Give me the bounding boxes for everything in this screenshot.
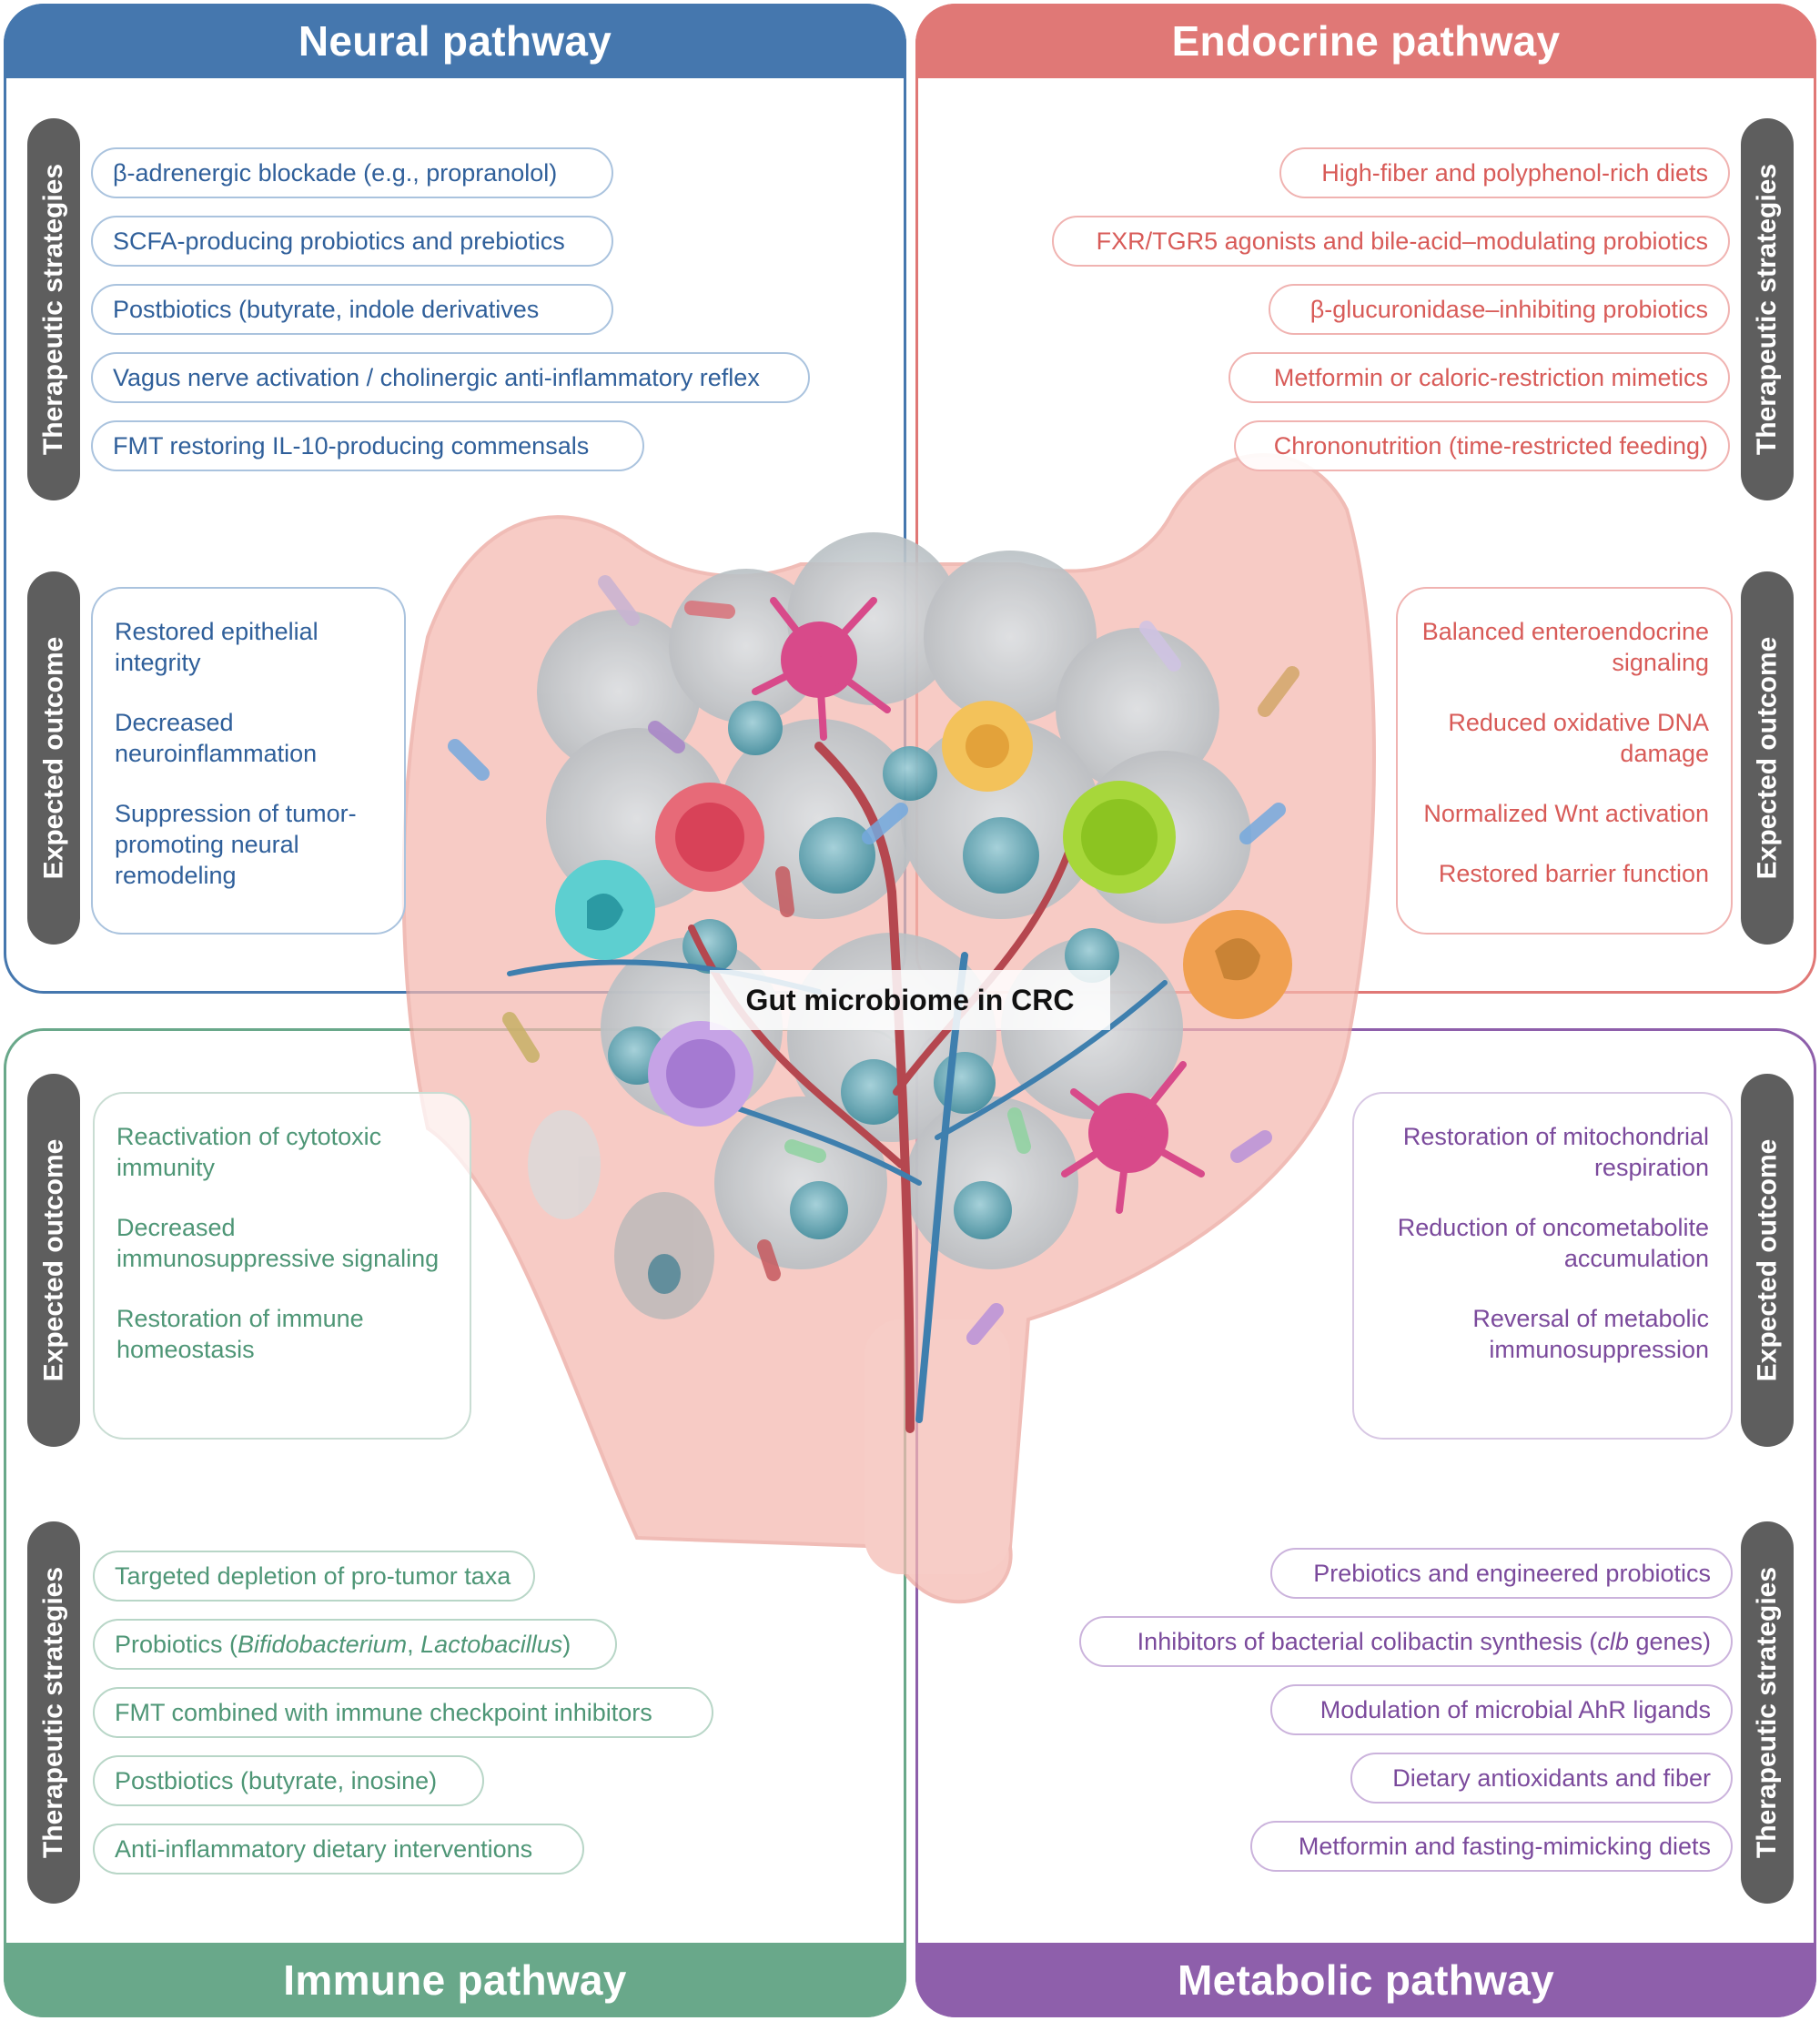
immune-strategy-3: FMT combined with immune checkpoint inhi…: [93, 1687, 713, 1738]
immune-outcome-3: Restoration of immune homeostasis: [116, 1305, 364, 1363]
neural-outcome-3: Suppression of tumor-promoting neural re…: [115, 800, 357, 889]
immune-strategy-2: Probiotics (Bifidobacterium, Lactobacill…: [93, 1619, 617, 1670]
neural-outcome-label: Expected outcome: [27, 571, 80, 945]
endocrine-outcome-1: Balanced enteroendocrine signaling: [1421, 618, 1709, 676]
immune-outcome-box: Reactivation of cytotoxic immunity Decre…: [93, 1092, 471, 1440]
metabolic-strategy-2-text: Inhibitors of bacterial colibactin synth…: [1137, 1627, 1711, 1655]
neural-outcome-2: Decreased neuroinflammation: [115, 709, 318, 767]
endocrine-strategy-1: High-fiber and polyphenol-rich diets: [1279, 147, 1730, 198]
metabolic-therapeutic-label: Therapeutic strategies: [1741, 1521, 1794, 1904]
metabolic-outcome-3: Reversal of metabolic immunosuppression: [1472, 1305, 1709, 1363]
endocrine-pathway-title: Endocrine pathway: [915, 4, 1816, 78]
endocrine-strategy-2: FXR/TGR5 agonists and bile-acid–modulati…: [1052, 216, 1730, 267]
immune-strategy-1: Targeted depletion of pro-tumor taxa: [93, 1551, 535, 1602]
immune-strategy-5: Anti-inflammatory dietary interventions: [93, 1824, 584, 1874]
immune-outcome-2: Decreased immunosuppressive signaling: [116, 1214, 440, 1272]
endocrine-outcome-4: Restored barrier function: [1438, 860, 1709, 887]
metabolic-strategy-3: Modulation of microbial AhR ligands: [1270, 1684, 1733, 1735]
immune-pathway-title: Immune pathway: [4, 1943, 906, 2017]
endocrine-strategy-4: Metformin or caloric-restriction mimetic…: [1228, 352, 1730, 403]
neural-strategy-5: FMT restoring IL-10-producing commensals: [91, 420, 644, 471]
immune-therapeutic-label: Therapeutic strategies: [27, 1521, 80, 1904]
immune-strategy-2-text: Probiotics (Bifidobacterium, Lactobacill…: [115, 1630, 571, 1658]
neural-outcome-1: Restored epithelial integrity: [115, 618, 318, 676]
neural-strategy-1: β-adrenergic blockade (e.g., propranolol…: [91, 147, 613, 198]
immune-strategy-4: Postbiotics (butyrate, inosine): [93, 1755, 484, 1806]
endocrine-strategy-5: Chrononutrition (time-restricted feeding…: [1234, 420, 1730, 471]
neural-outcome-box: Restored epithelial integrity Decreased …: [91, 587, 406, 935]
endocrine-outcome-2: Reduced oxidative DNA damage: [1448, 709, 1709, 767]
endocrine-outcome-label: Expected outcome: [1741, 571, 1794, 945]
immune-outcome-1: Reactivation of cytotoxic immunity: [116, 1123, 382, 1181]
neural-strategy-4: Vagus nerve activation / cholinergic ant…: [91, 352, 810, 403]
neural-pathway-title: Neural pathway: [4, 4, 906, 78]
endocrine-strategy-3: β-glucuronidase–inhibiting probiotics: [1269, 284, 1730, 335]
neural-therapeutic-label: Therapeutic strategies: [27, 118, 80, 500]
metabolic-strategy-5: Metformin and fasting-mimicking diets: [1250, 1821, 1733, 1872]
neural-strategy-3: Postbiotics (butyrate, indole derivative…: [91, 284, 613, 335]
metabolic-outcome-box: Restoration of mitochondrial respiration…: [1352, 1092, 1733, 1440]
metabolic-outcome-2: Reduction of oncometabolite accumulation: [1397, 1214, 1709, 1272]
metabolic-outcome-label: Expected outcome: [1741, 1074, 1794, 1447]
endocrine-outcome-box: Balanced enteroendocrine signaling Reduc…: [1396, 587, 1733, 935]
immune-outcome-label: Expected outcome: [27, 1074, 80, 1447]
endocrine-therapeutic-label: Therapeutic strategies: [1741, 118, 1794, 500]
metabolic-strategy-1: Prebiotics and engineered probiotics: [1270, 1548, 1733, 1599]
metabolic-pathway-title: Metabolic pathway: [915, 1943, 1816, 2017]
metabolic-strategy-2: Inhibitors of bacterial colibactin synth…: [1079, 1616, 1733, 1667]
metabolic-strategy-4: Dietary antioxidants and fiber: [1350, 1753, 1733, 1804]
center-title: Gut microbiome in CRC: [710, 970, 1110, 1030]
endocrine-outcome-3: Normalized Wnt activation: [1423, 800, 1709, 827]
neural-strategy-2: SCFA-producing probiotics and prebiotics: [91, 216, 613, 267]
metabolic-outcome-1: Restoration of mitochondrial respiration: [1402, 1123, 1709, 1181]
